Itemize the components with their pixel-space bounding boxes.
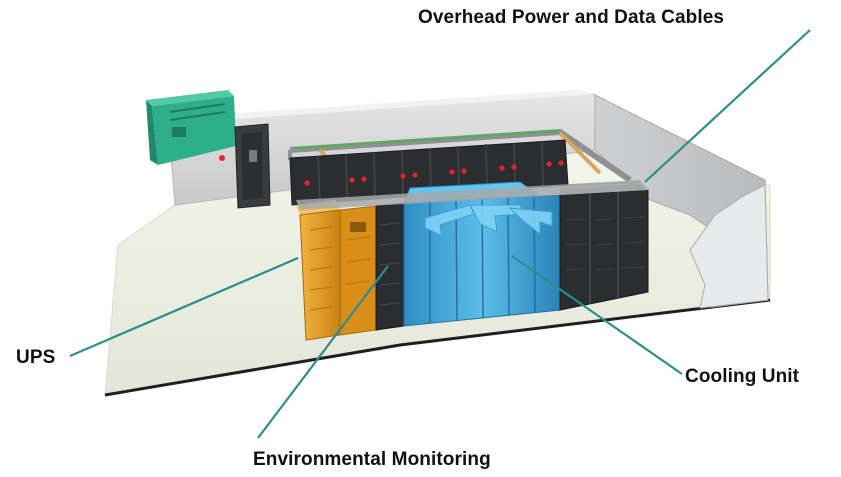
label-cooling-unit: Cooling Unit bbox=[685, 366, 800, 387]
floor-edge bbox=[104, 298, 771, 397]
label-environmental-monitoring: Environmental Monitoring bbox=[253, 449, 491, 470]
server-rack-icon bbox=[375, 202, 405, 331]
leader-lines bbox=[69, 29, 811, 439]
leader-line-overhead bbox=[644, 29, 811, 183]
label-overhead-power-data-cables: Overhead Power and Data Cables bbox=[418, 7, 725, 28]
front-rack-row-right bbox=[559, 184, 649, 311]
ups-cabinet-icon bbox=[296, 200, 377, 341]
room-door bbox=[219, 123, 271, 209]
front-top-rail bbox=[296, 180, 648, 210]
leader-line-environmental bbox=[257, 265, 389, 439]
cooling-unit bbox=[403, 181, 561, 327]
wall-top-edge bbox=[168, 90, 598, 122]
label-ups: UPS bbox=[16, 347, 56, 368]
electrical-panel-box bbox=[146, 90, 236, 165]
right-wall-cutaway bbox=[689, 184, 769, 309]
leader-line-cooling bbox=[511, 255, 683, 375]
cooling-airflow-arrow-icon bbox=[424, 204, 553, 237]
leader-line-ups bbox=[69, 256, 299, 358]
